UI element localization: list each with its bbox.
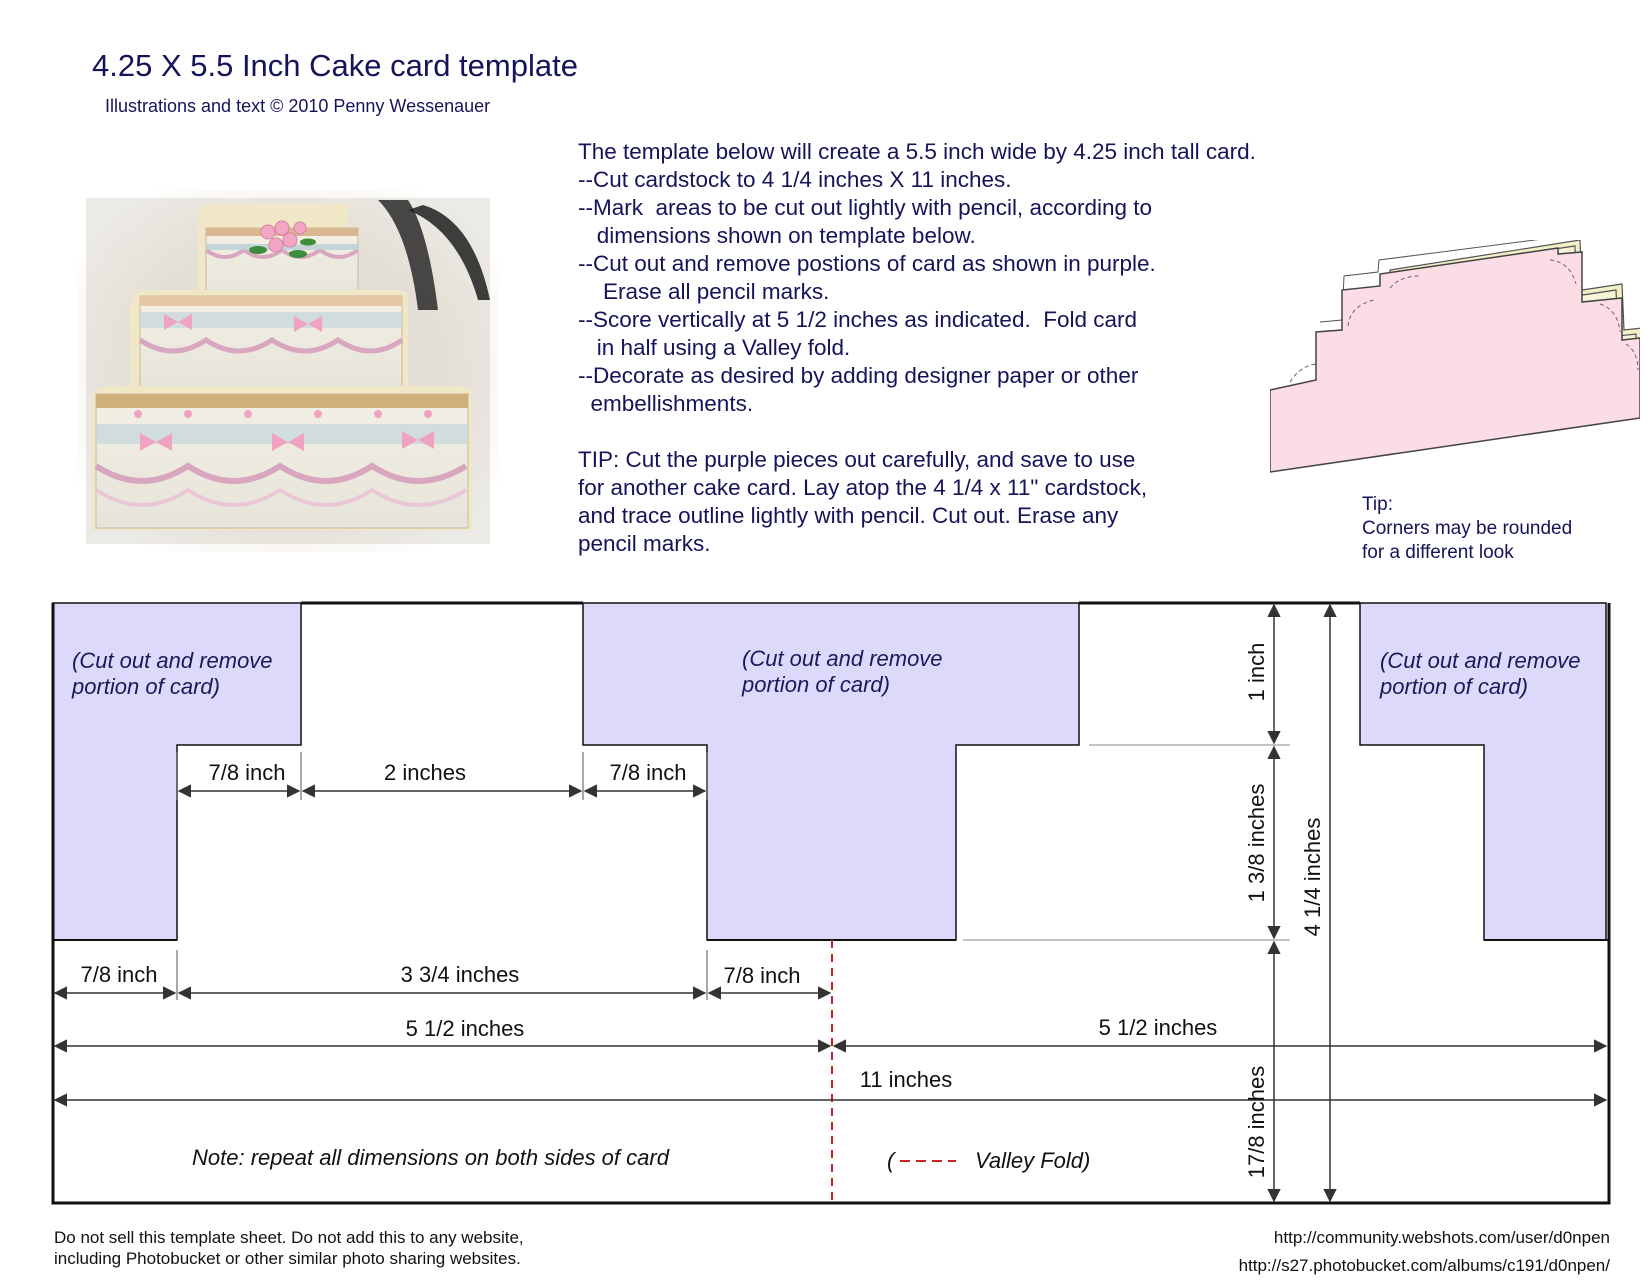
dim-label: 7/8 inch: [80, 962, 157, 987]
tip-line: pencil marks.: [578, 531, 711, 556]
dim-label: 1 3/8 inches: [1244, 784, 1269, 903]
valley-legend-label: Valley Fold): [975, 1148, 1090, 1173]
tip-line: and trace outline lightly with pencil. C…: [578, 503, 1119, 528]
instruction-line: dimensions shown on template below.: [578, 223, 976, 248]
dim-label: 7/8 inch: [723, 963, 800, 988]
dim-label: 7/8 inch: [609, 760, 686, 785]
source-url[interactable]: http://s27.photobucket.com/albums/c191/d…: [1238, 1256, 1610, 1275]
instruction-line: Erase all pencil marks.: [578, 279, 830, 304]
cutout-label: (Cut out and remove: [72, 648, 273, 673]
dim-label: 5 1/2 inches: [1099, 1015, 1218, 1040]
instruction-line: in half using a Valley fold.: [578, 335, 851, 360]
instruction-line: --Cut out and remove postions of card as…: [578, 251, 1156, 276]
instruction-line: embellishments.: [578, 391, 754, 416]
valley-legend-open: (: [887, 1148, 897, 1173]
dim-label: 17/8 inches: [1244, 1066, 1269, 1179]
cutout-label: (Cut out and remove: [742, 646, 943, 671]
copyright-credit: Illustrations and text © 2010 Penny Wess…: [105, 96, 491, 116]
source-url[interactable]: http://community.webshots.com/user/d0npe…: [1273, 1228, 1610, 1247]
disclaimer-line: Do not sell this template sheet. Do not …: [54, 1228, 524, 1247]
page-title: 4.25 X 5.5 Inch Cake card template: [92, 48, 578, 83]
illustration-tip: Tip: Corners may be rounded for a differ…: [1362, 493, 1572, 565]
cutout-label: portion of card): [1379, 674, 1528, 699]
instruction-line: The template below will create a 5.5 inc…: [578, 139, 1256, 164]
illustration-tip-line: for a different look: [1362, 542, 1514, 563]
footer-disclaimer: Do not sell this template sheet. Do not …: [54, 1227, 524, 1269]
illustration-tip-line: Corners may be rounded: [1362, 518, 1573, 539]
tip-line: for another cake card. Lay atop the 4 1/…: [578, 475, 1148, 500]
cutout-label: (Cut out and remove: [1380, 648, 1581, 673]
dim-label: 7/8 inch: [208, 760, 285, 785]
dim-label: 4 1/4 inches: [1300, 818, 1325, 937]
dim-label: 2 inches: [384, 760, 466, 785]
instructions-text: The template below will create a 5.5 inc…: [578, 138, 1256, 558]
dim-label: 1 inch: [1244, 643, 1269, 702]
dim-label: 5 1/2 inches: [406, 1016, 525, 1041]
cake-card-photo: [78, 190, 498, 552]
footer-links: http://community.webshots.com/user/d0npe…: [1239, 1224, 1610, 1280]
dim-label: 3 3/4 inches: [401, 962, 520, 987]
tip-line: TIP: Cut the purple pieces out carefully…: [578, 447, 1136, 472]
dim-label: 11 inches: [860, 1067, 953, 1092]
card-outline: [51, 603, 1611, 1205]
instruction-line: --Decorate as desired by adding designer…: [578, 363, 1139, 388]
instruction-line: --Cut cardstock to 4 1/4 inches X 11 inc…: [578, 167, 1012, 192]
cutout-label: portion of card): [71, 674, 220, 699]
disclaimer-line: including Photobucket or other similar p…: [54, 1249, 521, 1268]
illustration-tip-line: Tip:: [1362, 494, 1393, 515]
instruction-line: --Score vertically at 5 1/2 inches as in…: [578, 307, 1138, 332]
repeat-note: Note: repeat all dimensions on both side…: [192, 1145, 670, 1170]
folded-card-illustration: [1270, 240, 1640, 473]
cutout-label: portion of card): [741, 672, 890, 697]
instruction-line: --Mark areas to be cut out lightly with …: [578, 195, 1153, 220]
